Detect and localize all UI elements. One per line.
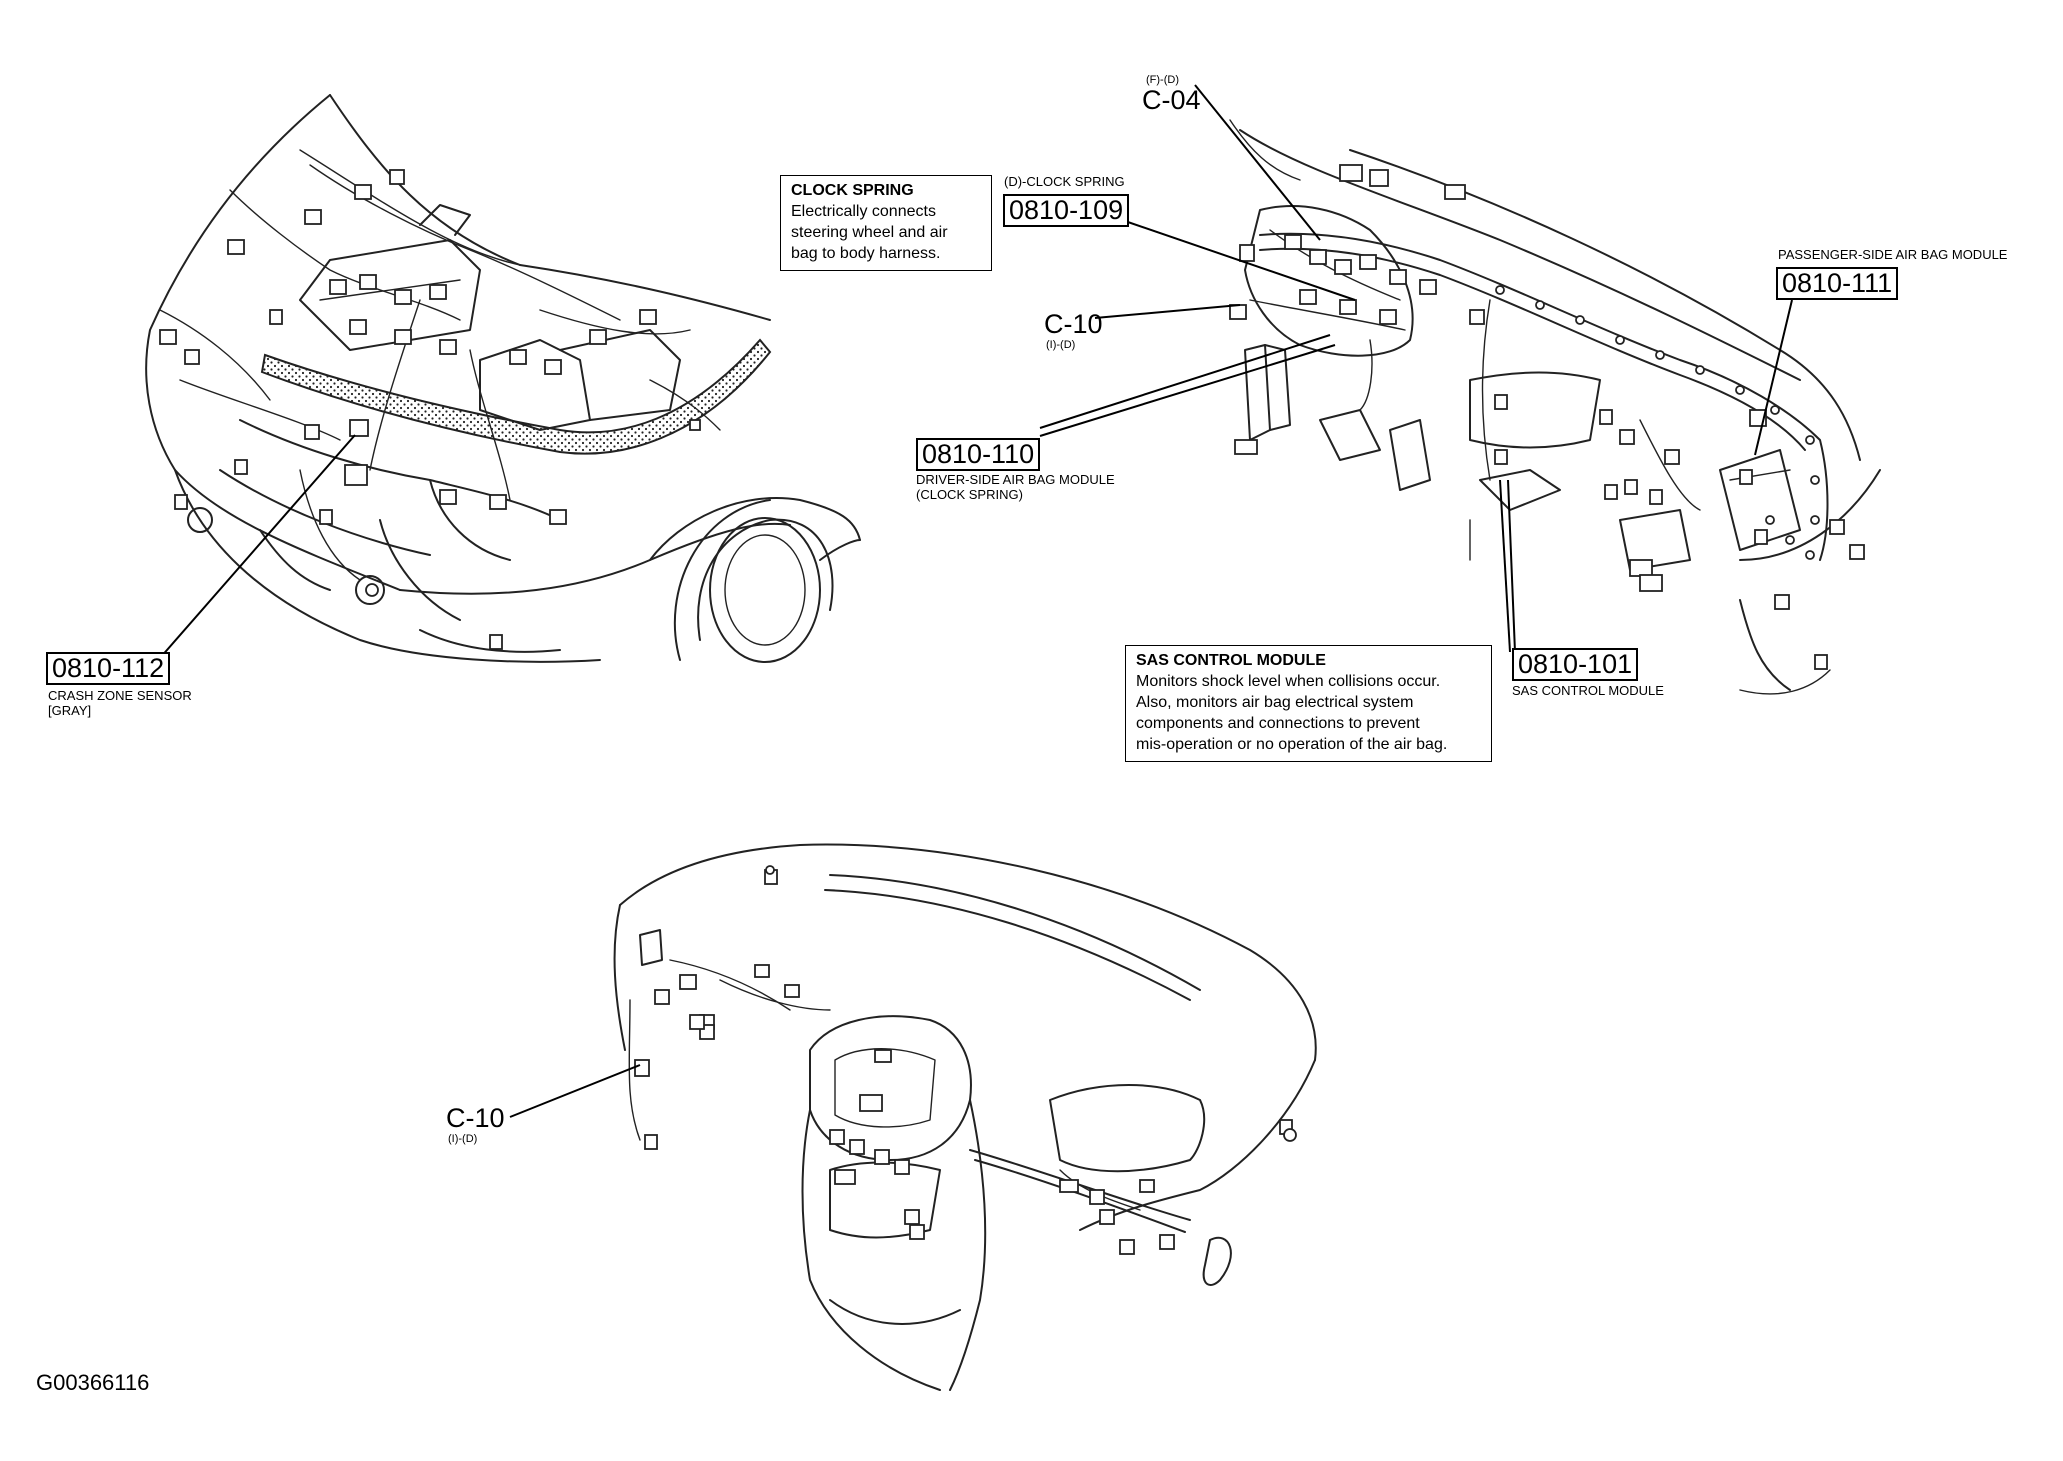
clock-spring-connector-caption: (D)-CLOCK SPRING (1004, 174, 1125, 189)
c04-sub: (F)-(D) (1146, 74, 1179, 86)
c10-upper-sub: (I)-(D) (1046, 339, 1076, 351)
c10-upper-label: C-10 (1044, 309, 1103, 339)
instrument-panel-harness-view (1229, 119, 1881, 695)
sas-module-caption: SAS CONTROL MODULE (1512, 683, 1664, 698)
clock-spring-note-body: Electrically connects steering wheel and… (791, 203, 948, 262)
leader-c10-upper (1094, 304, 1241, 319)
code-0810-112: 0810-112 (46, 652, 171, 685)
c10-lower-sub: (I)-(D) (448, 1133, 478, 1145)
leader-0810-111 (1754, 299, 1793, 456)
driver-airbag-caption-2: (CLOCK SPRING) (916, 487, 1023, 502)
code-0810-109: 0810-109 (1003, 194, 1130, 227)
clock-spring-note-title: CLOCK SPRING (791, 182, 914, 199)
engine-bay-connectors (159, 169, 701, 650)
front-vehicle-view (145, 94, 861, 663)
leader-0810-112 (159, 434, 356, 659)
sas-control-note: SAS CONTROL MODULE Monitors shock level … (1125, 645, 1492, 762)
passenger-airbag-caption: PASSENGER-SIDE AIR BAG MODULE (1778, 247, 2008, 262)
dashboard-view (613, 843, 1317, 1391)
leader-0810-101-b (1507, 479, 1516, 653)
driver-airbag-caption: DRIVER-SIDE AIR BAG MODULE (916, 472, 1115, 487)
figure-id: G00366116 (36, 1370, 150, 1395)
dashboard-connectors (634, 865, 1297, 1255)
c10-lower-label: C-10 (446, 1103, 505, 1133)
c04-label: C-04 (1142, 85, 1201, 115)
crash-zone-sensor-caption: CRASH ZONE SENSOR (48, 688, 192, 703)
leader-0810-110-b (1039, 344, 1336, 437)
leader-c10-lower (509, 1064, 641, 1118)
leader-0810-110-a (1039, 334, 1331, 429)
sas-note-title: SAS CONTROL MODULE (1136, 652, 1326, 669)
sas-note-body: Monitors shock level when collisions occ… (1136, 673, 1448, 753)
clock-spring-note: CLOCK SPRING Electrically connects steer… (780, 175, 992, 271)
harness-clips (1495, 285, 1820, 560)
leader-c04 (1194, 84, 1321, 241)
leader-lines (159, 84, 1793, 1118)
leader-0810-101-a (1499, 479, 1511, 653)
code-0810-110: 0810-110 (916, 438, 1041, 471)
crash-zone-sensor-color: [GRAY] (48, 703, 92, 718)
panel-harness-connectors (1229, 164, 1865, 670)
leader-0810-109 (1121, 219, 1356, 301)
code-0810-111: 0810-111 (1776, 267, 1899, 300)
code-0810-101: 0810-101 (1512, 648, 1639, 681)
